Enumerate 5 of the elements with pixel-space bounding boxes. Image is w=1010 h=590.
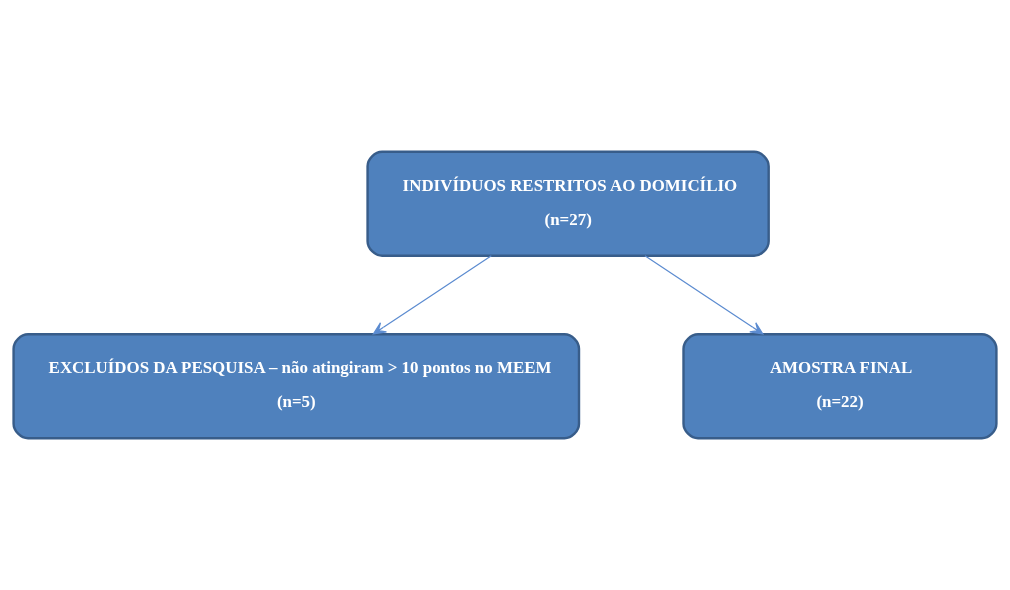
arrow xyxy=(372,255,492,335)
arrow xyxy=(644,255,764,335)
node-box: EXCLUÍDOS DA PESQUISA – não atingiram > 10 pontos no MEEM (n=5) xyxy=(12,333,581,440)
node-box: INDIVÍDUOS RESTRITOS AO DOMICÍLIO (n=27) xyxy=(366,150,770,257)
node-box: AMOSTRA FINAL (n=22) xyxy=(682,333,998,440)
